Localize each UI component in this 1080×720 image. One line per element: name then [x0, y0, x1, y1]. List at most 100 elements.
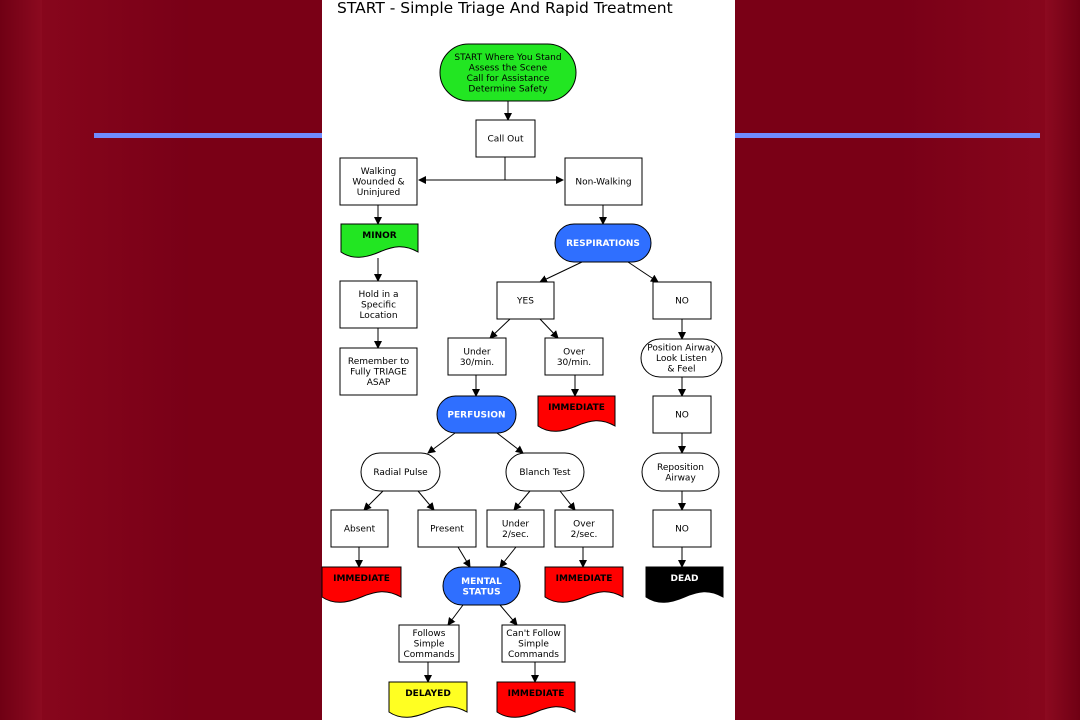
node-label: Present: [430, 525, 464, 535]
node-shape: [564, 157, 643, 206]
node-shape: [339, 347, 418, 396]
node-label: IMMEDIATE: [548, 403, 605, 413]
node-shape: [645, 566, 724, 603]
node-label: IMMEDIATE: [508, 689, 565, 699]
node-call-out: Call Out: [475, 119, 536, 158]
node-label: 30/min.: [460, 358, 494, 368]
node-label: START Where You Stand: [454, 53, 561, 63]
node-shape: [640, 338, 723, 378]
node-shape: [652, 395, 712, 434]
node-shape: [447, 337, 507, 376]
node-shape: [501, 624, 566, 663]
flow-arrow: [539, 261, 583, 283]
node-non-walking: Non-Walking: [564, 157, 643, 206]
node-dead: DEAD: [645, 566, 724, 603]
node-shape: [321, 566, 402, 603]
flow-arrow: [499, 604, 518, 626]
flow-arrow: [499, 546, 517, 568]
node-label: RESPIRATIONS: [566, 239, 640, 249]
accent-line-right: [735, 133, 1040, 138]
node-label: Commands: [508, 650, 559, 660]
node-shape: [496, 681, 576, 718]
node-shape: [652, 281, 712, 320]
node-label: Call for Assistance: [467, 74, 550, 84]
node-shape: [544, 566, 624, 603]
flow-arrow: [427, 432, 456, 454]
node-no-2: NO: [652, 395, 712, 434]
flowchart-title: START - Simple Triage And Rapid Treatmen…: [337, 0, 673, 17]
node-label: 30/min.: [557, 358, 591, 368]
node-shape: [442, 566, 521, 606]
node-shape: [339, 280, 418, 329]
node-label: Wounded &: [352, 178, 404, 188]
node-immediate-1: IMMEDIATE: [537, 395, 616, 432]
node-label: Airway: [665, 473, 696, 483]
node-shape: [544, 337, 604, 376]
node-label: STATUS: [462, 587, 500, 597]
node-label: MENTAL: [461, 577, 502, 587]
node-label: Hold in a: [359, 290, 399, 300]
node-label: Commands: [404, 650, 455, 660]
node-label: Uninjured: [357, 188, 400, 198]
background-band: [900, 0, 1045, 720]
node-label: DEAD: [670, 574, 698, 584]
node-no-3: NO: [652, 509, 712, 548]
node-label: Assess the Scene: [469, 63, 548, 73]
node-label: Remember to: [348, 357, 410, 367]
node-label: Under: [463, 347, 491, 357]
node-shape: [398, 624, 460, 663]
accent-line-left: [94, 133, 323, 138]
flow-arrow: [559, 490, 576, 511]
node-label: Absent: [344, 525, 376, 535]
node-shape: [554, 223, 652, 263]
node-label: Specific: [361, 301, 396, 311]
node-delayed: DELAYED: [388, 681, 468, 718]
node-shape: [388, 681, 468, 718]
node-label: Walking: [361, 167, 396, 177]
node-immediate-2: IMMEDIATE: [321, 566, 402, 603]
node-perfusion: PERFUSION: [436, 395, 517, 434]
node-present: Present: [417, 509, 477, 548]
node-label: NO: [675, 297, 689, 307]
flowchart-connectors: [355, 101, 686, 683]
node-shape: [496, 281, 555, 320]
node-label: Reposition: [657, 463, 704, 473]
node-label: & Feel: [667, 365, 695, 375]
node-label: IMMEDIATE: [556, 574, 613, 584]
flow-arrow: [489, 318, 511, 339]
node-shape: [340, 223, 419, 258]
node-label: 2/sec.: [502, 530, 529, 540]
flow-arrow: [627, 261, 659, 283]
node-label: PERFUSION: [447, 411, 505, 421]
node-label: ASAP: [367, 378, 391, 388]
node-shape: [475, 119, 536, 158]
flow-arrow: [513, 490, 531, 511]
node-label: Radial Pulse: [373, 468, 428, 478]
node-label: Follows: [413, 629, 446, 639]
node-shape: [339, 157, 418, 206]
node-label: Fully TRIAGE: [350, 368, 407, 378]
node-immediate-4: IMMEDIATE: [496, 681, 576, 718]
node-label: Determine Safety: [468, 84, 548, 94]
node-shape: [360, 452, 441, 492]
node-label: Non-Walking: [575, 178, 631, 188]
flow-arrow: [457, 546, 471, 568]
node-shape: [417, 509, 477, 548]
node-shape: [652, 509, 712, 548]
node-label: Call Out: [488, 135, 524, 145]
node-no-1: NO: [652, 281, 712, 320]
flow-arrow: [496, 432, 524, 454]
node-label: MINOR: [362, 231, 396, 241]
background-band: [0, 0, 42, 720]
node-label: Blanch Test: [519, 468, 571, 478]
